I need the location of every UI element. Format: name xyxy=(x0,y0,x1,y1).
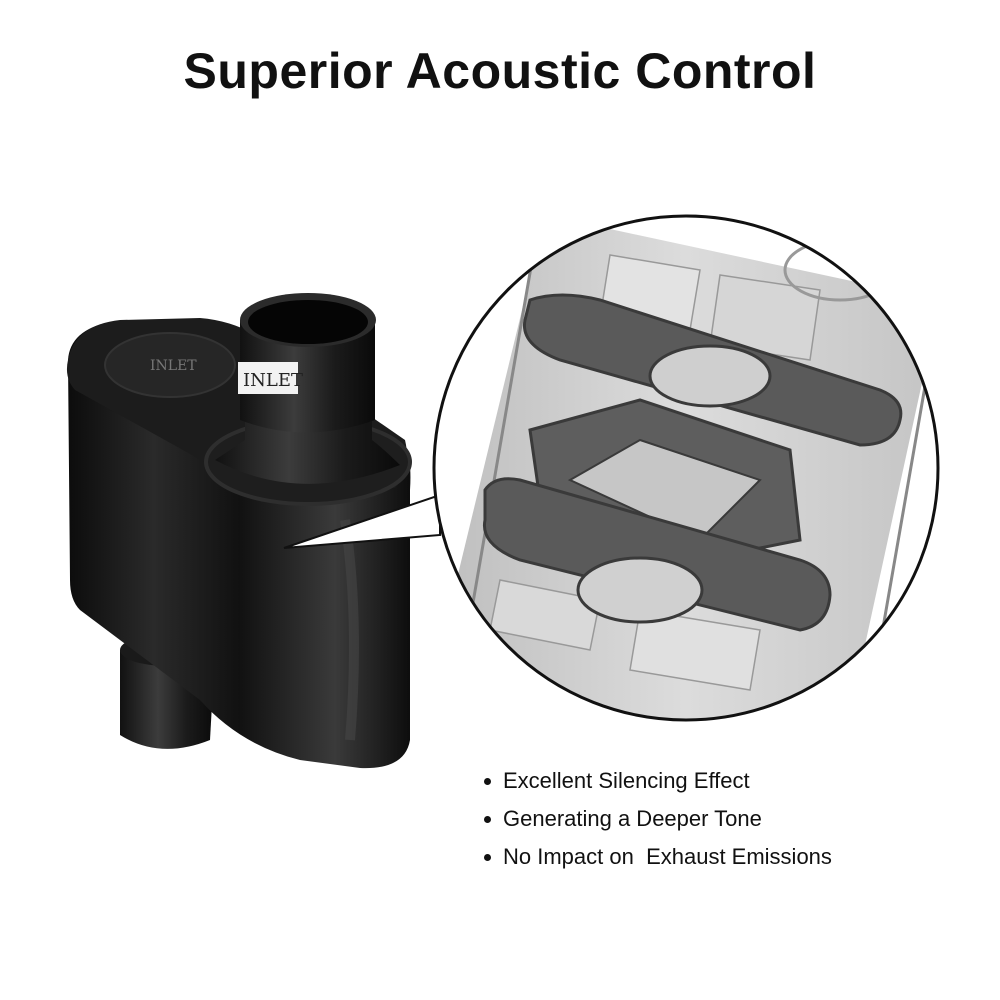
inlet-sticker xyxy=(238,362,298,394)
feature-item: No Impact on Exhaust Emissions xyxy=(480,838,832,876)
feature-list: Excellent Silencing Effect Generating a … xyxy=(480,762,832,876)
feature-item: Generating a Deeper Tone xyxy=(480,800,832,838)
feature-text: No Impact on Exhaust Emissions xyxy=(503,844,832,869)
bullet-icon xyxy=(484,815,491,823)
muffler: INLET INLET xyxy=(66,293,412,769)
feature-text: Excellent Silencing Effect xyxy=(503,768,750,793)
feature-text: Generating a Deeper Tone xyxy=(503,806,762,831)
cutaway-view xyxy=(432,214,940,722)
feature-item: Excellent Silencing Effect xyxy=(480,762,832,800)
bullet-icon xyxy=(484,777,491,785)
page-title: Superior Acoustic Control xyxy=(183,43,817,99)
bullet-icon xyxy=(484,853,491,861)
inlet-label: INLET xyxy=(243,370,303,391)
lid-emboss-text: INLET xyxy=(150,358,197,374)
